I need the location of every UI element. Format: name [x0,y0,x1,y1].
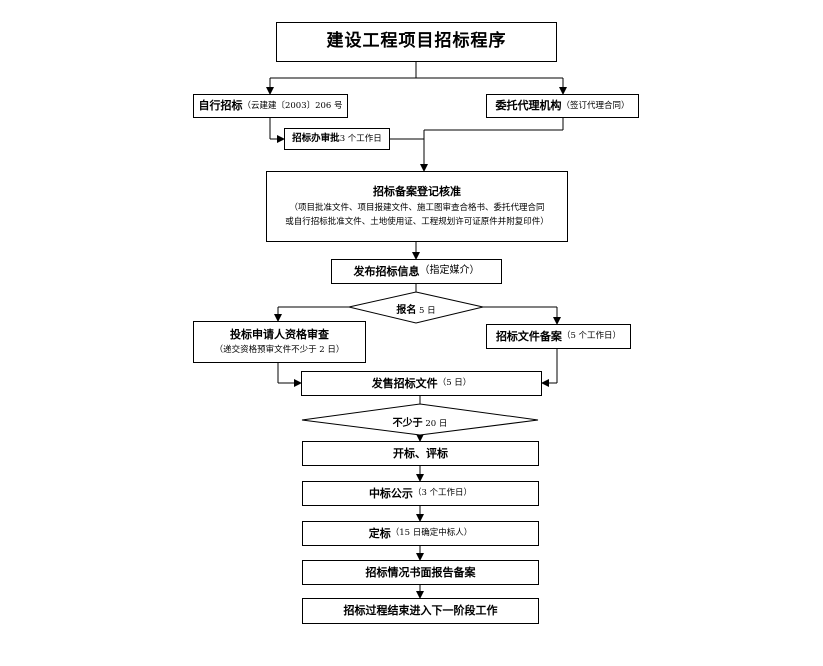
winning-publicity-box: 中标公示（3 个工作日） [302,481,539,506]
approval-note: 3 个工作日 [339,133,382,144]
sell-docs-label: 发售招标文件 [371,376,438,390]
publish-info-label: 发布招标信息 [353,264,420,278]
qualification-review-note: （递交资格预审文件不少于 2 日） [214,345,345,356]
sell-docs-note: （5 日） [437,378,472,389]
title-box: 建设工程项目招标程序 [276,22,557,62]
signup-diamond [348,291,484,324]
process-end-label: 招标过程结束进入下一阶段工作 [343,604,498,618]
entrust-agency-note: （签订代理合同） [561,100,630,111]
winning-publicity-note: （3 个工作日） [412,488,473,499]
record-registration-note-line1: （项目批准文件、项目报建文件、施工图审查合格书、委托代理合同 [289,202,545,213]
min-days-label: 不少于 [392,418,423,429]
min-days-diamond [301,403,539,436]
written-report-box: 招标情况书面报告备案 [302,560,539,585]
decide-winner-box: 定标（15 日确定中标人） [302,521,539,546]
publish-info-box: 发布招标信息（指定媒介） [331,259,502,284]
signup-label: 报名 [396,305,417,316]
signup-diamond-text: 报名 5 日 [369,301,463,316]
docs-record-note: （5 个工作日） [561,331,622,342]
docs-record-box: 招标文件备案（5 个工作日） [486,324,631,349]
approval-box: 招标办审批 3 个工作日 [284,128,390,150]
decide-winner-note: （15 日确定中标人） [390,528,473,539]
min-days-note: 20 日 [422,419,448,429]
self-tender-note: （云建建〔2003〕206 号 [242,100,343,111]
page-title: 建设工程项目招标程序 [326,31,507,52]
written-report-label: 招标情况书面报告备案 [365,565,476,579]
approval-label: 招标办审批 [292,133,340,145]
self-tender-label: 自行招标 [198,99,243,113]
docs-record-label: 招标文件备案 [495,329,562,343]
record-registration-box: 招标备案登记核准 （项目批准文件、项目报建文件、施工图审查合格书、委托代理合同 … [266,171,568,242]
winning-publicity-label: 中标公示 [368,486,413,500]
decide-winner-label: 定标 [368,526,391,540]
process-end-box: 招标过程结束进入下一阶段工作 [302,598,539,624]
record-registration-note-line2: 或自行招标批准文件、土地使用证、工程规划许可证原件并附复印件） [285,217,549,228]
publish-info-note: （指定媒介） [419,265,480,277]
min-days-diamond-text: 不少于 20 日 [360,414,480,429]
sell-docs-box: 发售招标文件（5 日） [301,371,542,396]
signup-note: 5 日 [416,306,436,316]
entrust-agency-box: 委托代理机构（签订代理合同） [486,94,639,118]
qualification-review-box: 投标申请人资格审查 （递交资格预审文件不少于 2 日） [193,321,366,363]
open-evaluate-label: 开标、评标 [393,446,448,460]
record-registration-label: 招标备案登记核准 [373,185,461,198]
self-tender-box: 自行招标（云建建〔2003〕206 号 [193,94,348,118]
open-evaluate-box: 开标、评标 [302,441,539,466]
entrust-agency-label: 委托代理机构 [495,99,562,113]
qualification-review-label: 投标申请人资格审查 [230,328,329,342]
